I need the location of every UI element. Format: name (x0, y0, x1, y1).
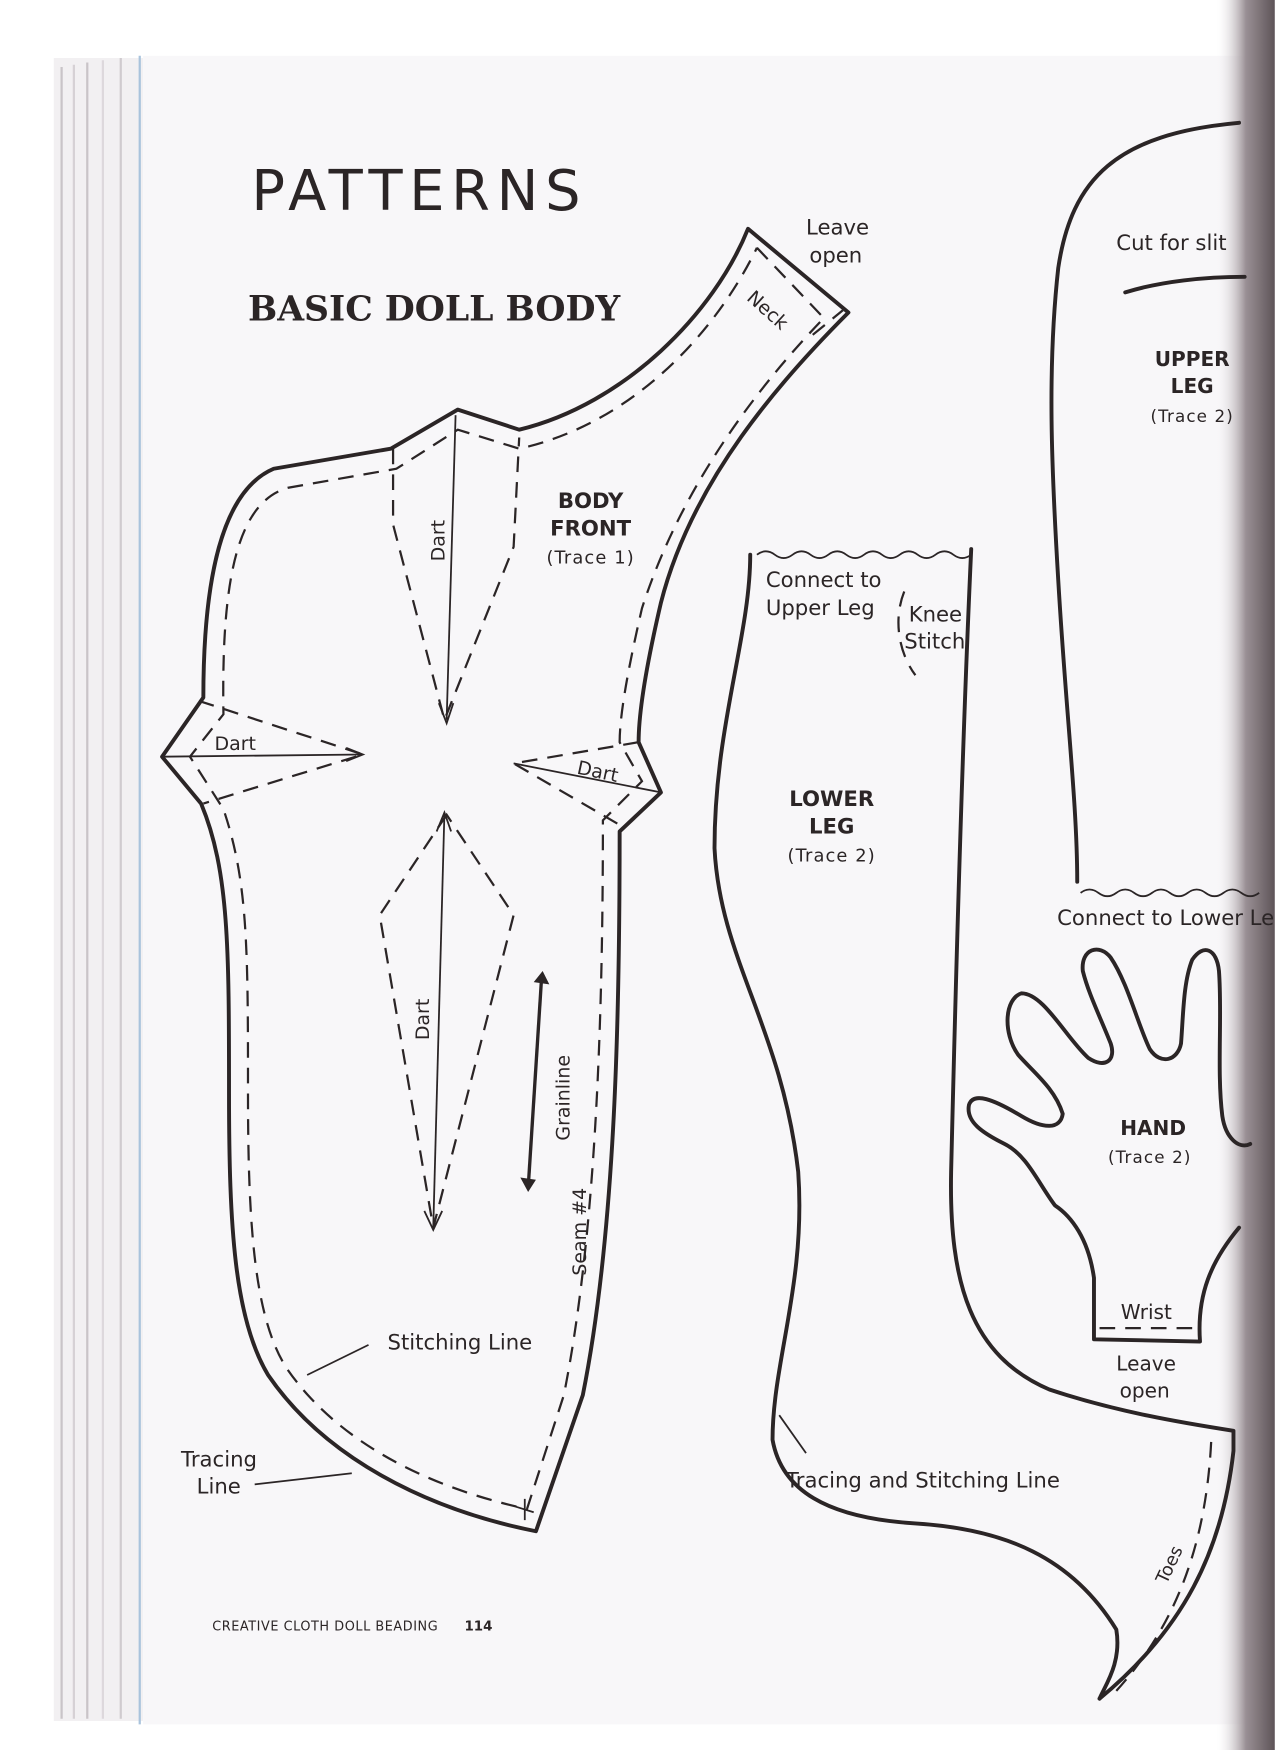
body-front-trace: (Trace 1) (546, 548, 634, 569)
dart-label: Dart (215, 733, 256, 755)
tracing-line-label: Line (197, 1473, 241, 1498)
tracing-stitching-line-label: Tracing and Stitching Line (785, 1468, 1060, 1493)
upper-leg-title: LEG (1171, 374, 1214, 398)
lower-leg-title: LOWER (789, 786, 874, 811)
seam-label: Seam #4 (569, 1188, 591, 1276)
footer-page-number: 114 (465, 1620, 493, 1635)
body-front-title: FRONT (550, 516, 632, 541)
dart-label: Dart (427, 520, 449, 561)
page-heading: PATTERNS (251, 159, 587, 224)
knee-stitch-label: Knee (909, 602, 962, 627)
upper-leg-trace: (Trace 2) (1150, 406, 1233, 426)
leave-open-label: open (809, 242, 862, 267)
leave-open-label: Leave (806, 214, 869, 239)
page-edges (53, 55, 1248, 1725)
cut-for-slit-label: Cut for slit (1116, 230, 1226, 255)
footer-book-title: CREATIVE CLOTH DOLL BEADING (212, 1620, 438, 1635)
connect-upper-leg-label: Upper Leg (766, 595, 875, 620)
wrist-label: Wrist (1121, 1300, 1172, 1324)
lower-leg-trace: (Trace 2) (788, 846, 876, 867)
hand-leave-open-label: open (1120, 1378, 1170, 1402)
dart-label: Dart (412, 999, 434, 1040)
upper-leg-title: UPPER (1155, 347, 1230, 371)
lower-leg-pattern (712, 547, 1236, 1701)
body-front-title: BODY (558, 488, 624, 513)
page-subheading: BASIC DOLL BODY (248, 289, 621, 329)
hand-title: HAND (1120, 1116, 1186, 1140)
hand-trace: (Trace 2) (1108, 1147, 1191, 1167)
grainline-label: Grainline (552, 1055, 574, 1141)
connect-upper-leg-label: Connect to (766, 567, 882, 592)
body-front-pattern (160, 226, 851, 1534)
hand-pattern (966, 947, 1253, 1344)
upper-leg-pattern (1049, 120, 1260, 898)
connect-lower-leg-label: Connect to Lower Le (1057, 905, 1274, 930)
tracing-line-label: Tracing (180, 1447, 257, 1472)
hand-leave-open-label: Leave (1116, 1352, 1176, 1376)
page-gutter (1216, 0, 1275, 1750)
knee-stitch-label: Stitch (904, 628, 965, 653)
stitching-line-label: Stitching Line (388, 1329, 533, 1354)
lower-leg-title: LEG (809, 814, 854, 839)
